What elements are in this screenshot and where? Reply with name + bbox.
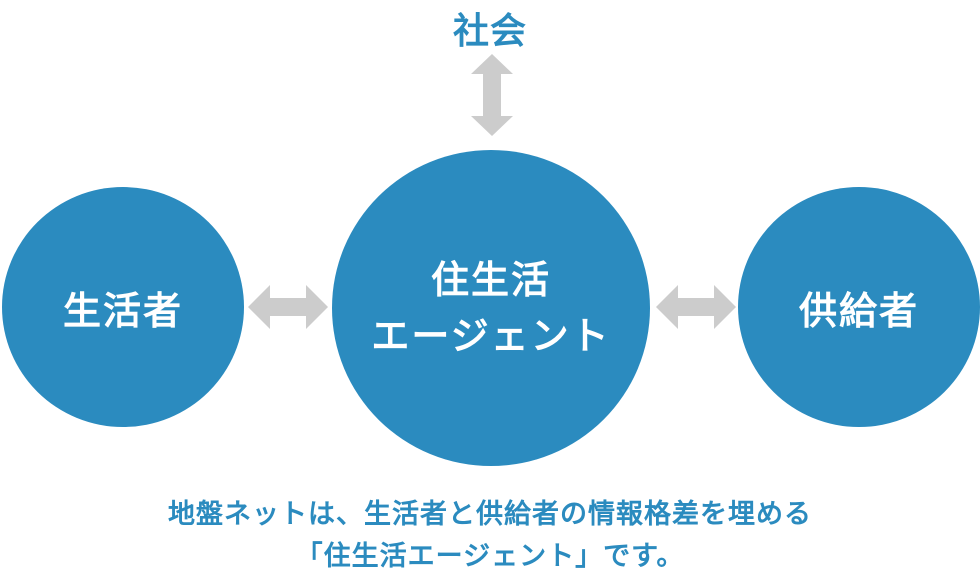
node-living-agent-line1: 住生活	[430, 258, 551, 302]
diagram-caption: 地盤ネットは、生活者と供給者の情報格差を埋める 「住生活エージェント」です。	[0, 494, 980, 578]
caption-line-1: 地盤ネットは、生活者と供給者の情報格差を埋める	[168, 499, 812, 530]
node-consumer-label: 生活者	[62, 288, 183, 333]
node-living-agent-line2: エージェント	[371, 314, 611, 358]
caption-line-2: 「住生活エージェント」です。	[295, 541, 685, 572]
node-supplier-label: 供給者	[798, 288, 919, 333]
node-society-label: 社会	[452, 11, 527, 52]
double-arrow-vertical-icon	[471, 54, 513, 136]
node-living-agent: 住生活 エージェント	[332, 150, 650, 466]
double-arrow-horizontal-icon	[656, 285, 736, 329]
double-arrow-horizontal-icon	[248, 285, 328, 329]
node-supplier: 供給者	[738, 187, 980, 427]
node-consumer: 生活者	[2, 187, 244, 427]
